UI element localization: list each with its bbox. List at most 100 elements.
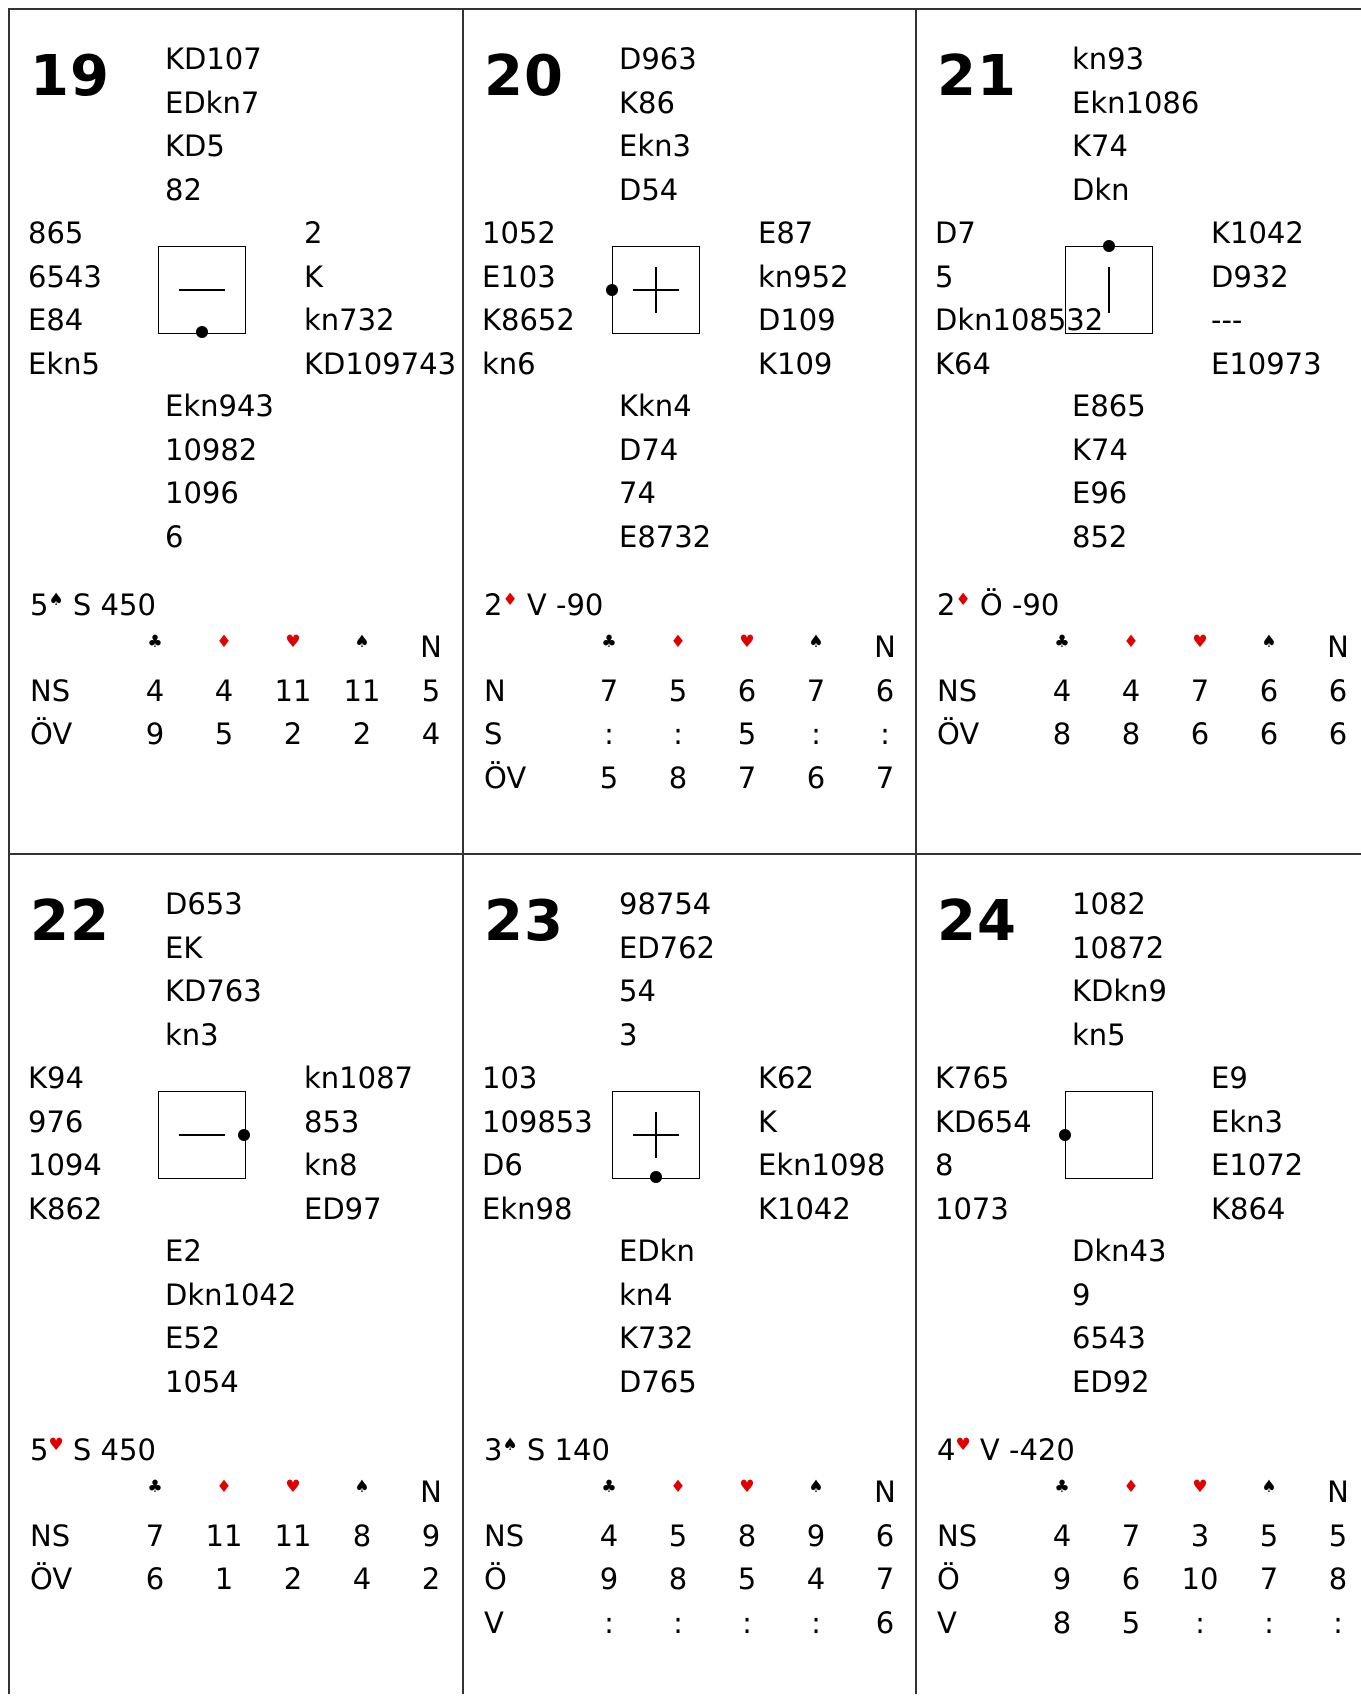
tricks-cell: 5 (1328, 1518, 1348, 1553)
contract-level: 4 (937, 1433, 956, 1467)
tricks-cell: 7 (1190, 673, 1210, 708)
east-suit-holding: E9 (1211, 1061, 1248, 1095)
vertical-line-icon (655, 267, 657, 313)
board-number: 22 (30, 889, 110, 954)
tricks-cell: : (604, 717, 614, 751)
contract-level: 5 (30, 1433, 49, 1467)
suit-header-icon: N (1327, 630, 1349, 664)
vulnerability-indicator (1059, 1091, 1153, 1179)
west-suit-holding: 109853 (482, 1104, 593, 1139)
west-suit-holding: Dkn108532 (935, 303, 1104, 337)
dealer-dot-icon (606, 284, 618, 296)
north-suit-holding: 98754 (619, 887, 712, 921)
row-label: N (484, 673, 506, 708)
suit-header-icon: ♠ (808, 632, 824, 652)
tricks-cell: 8 (1052, 717, 1072, 751)
tricks-cell: 9 (806, 1518, 826, 1553)
contract-suit-icon: ♥ (48, 1435, 64, 1455)
south-suit-holding: K74 (1072, 432, 1128, 467)
contract-result: 3♠ S 140 (484, 1433, 610, 1467)
contract-result: 4♥ V -420 (937, 1433, 1075, 1467)
tricks-cell: 2 (352, 717, 372, 751)
contract-result: 5♥ S 450 (30, 1433, 156, 1467)
tricks-cell: 6 (1190, 717, 1210, 751)
tricks-cell: 6 (875, 673, 895, 708)
east-suit-holding: K109 (758, 346, 833, 381)
tricks-cell: 6 (806, 760, 826, 795)
vertical-line-icon (1108, 267, 1110, 313)
tricks-cell: 5 (668, 673, 688, 708)
west-suit-holding: K765 (935, 1061, 1010, 1095)
east-suit-holding: kn952 (758, 259, 849, 294)
tricks-cell: 9 (421, 1518, 441, 1553)
tricks-cell: 9 (1052, 1562, 1072, 1596)
contract-suit-icon: ♦ (502, 590, 518, 610)
dealer-dot-icon (1103, 240, 1115, 252)
south-suit-holding: E96 (1072, 476, 1128, 510)
south-suit-holding: 6 (165, 519, 184, 554)
row-label: NS (30, 1518, 71, 1553)
tricks-cell: 7 (737, 760, 757, 795)
vulnerability-indicator (612, 1091, 700, 1183)
tricks-cell: 9 (145, 717, 165, 751)
tricks-cell: 6 (1259, 673, 1279, 708)
north-suit-holding: 82 (165, 172, 202, 207)
north-suit-holding: K86 (619, 85, 675, 120)
suit-header-icon: ♥ (739, 1477, 755, 1497)
south-suit-holding: 6543 (1072, 1321, 1146, 1355)
dealer-dot-icon (196, 326, 208, 338)
west-suit-holding: 976 (28, 1104, 84, 1139)
horizontal-line-icon (179, 289, 225, 291)
tricks-cell: 4 (421, 717, 441, 751)
south-suit-holding: 1096 (165, 476, 239, 510)
south-suit-holding: E865 (1072, 389, 1146, 423)
contract-level: 5 (30, 588, 49, 622)
tricks-cell: : (811, 1605, 821, 1640)
east-suit-holding: kn8 (304, 1148, 358, 1182)
tricks-cell: 11 (274, 1518, 312, 1553)
tricks-cell: 5 (737, 717, 757, 751)
south-suit-holding: E8732 (619, 519, 712, 554)
suit-header-icon: N (420, 1475, 442, 1509)
west-suit-holding: K862 (28, 1191, 103, 1226)
north-suit-holding: 3 (619, 1017, 638, 1052)
contract-score: S 450 (72, 588, 156, 622)
south-suit-holding: E2 (165, 1234, 202, 1268)
suit-header-icon: ♣ (147, 1477, 163, 1497)
tricks-cell: 4 (145, 673, 165, 708)
suit-header-icon: N (1327, 1475, 1349, 1509)
suit-header-icon: ♠ (1261, 632, 1277, 652)
row-label: ÖV (30, 1562, 73, 1596)
tricks-cell: 8 (1121, 717, 1141, 751)
vulnerability-indicator (1065, 240, 1153, 334)
south-suit-holding: K732 (619, 1321, 694, 1355)
tricks-cell: 5 (1259, 1518, 1279, 1553)
south-suit-holding: Ekn943 (165, 389, 274, 423)
tricks-cell: : (604, 1605, 614, 1640)
north-suit-holding: ED762 (619, 930, 716, 965)
row-label: ÖV (484, 760, 527, 795)
south-suit-holding: 9 (1072, 1277, 1091, 1312)
dealer-dot-icon (650, 1171, 662, 1183)
suit-header-icon: ♣ (1054, 1477, 1070, 1497)
north-suit-holding: KD107 (165, 42, 262, 76)
east-suit-holding: K (758, 1104, 778, 1139)
west-suit-holding: E103 (482, 259, 556, 294)
tricks-cell: 8 (1328, 1562, 1348, 1596)
north-suit-holding: EDkn7 (165, 85, 260, 120)
board-number: 24 (937, 889, 1017, 954)
tricks-cell: : (880, 717, 890, 751)
vertical-line-icon (655, 1112, 657, 1158)
suit-header-icon: ♦ (670, 1477, 686, 1497)
tricks-cell: 8 (668, 1562, 688, 1596)
board-number: 21 (937, 44, 1017, 109)
tricks-cell: : (673, 1605, 683, 1640)
